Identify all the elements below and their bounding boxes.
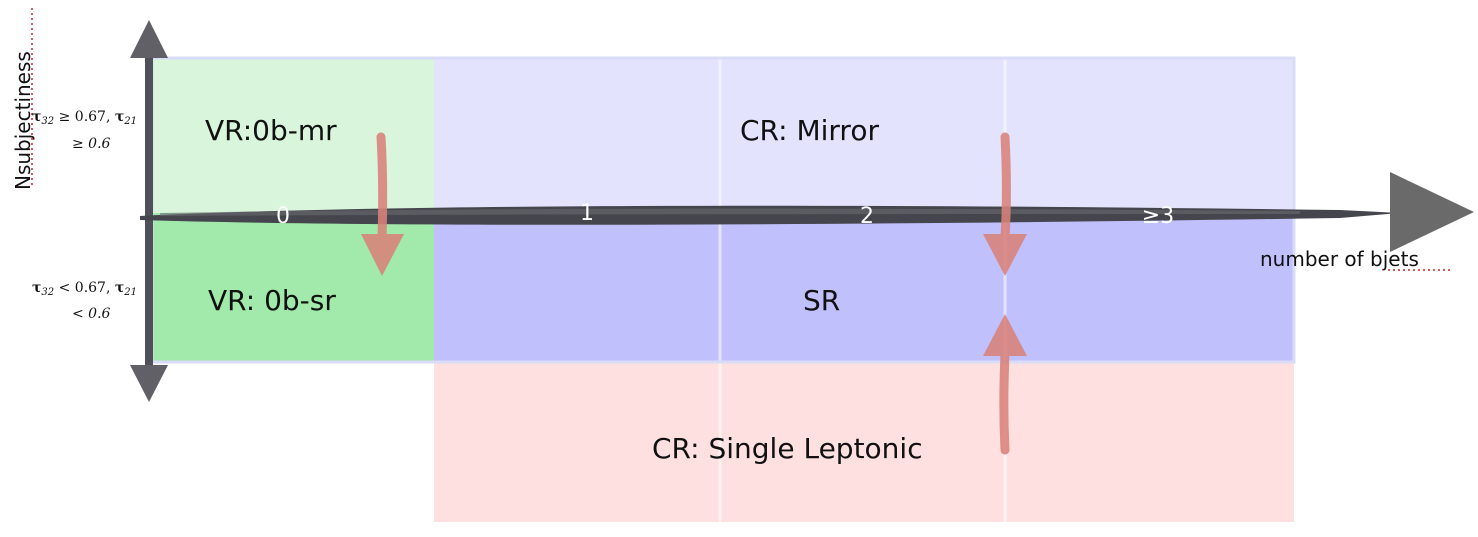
upper-condition: τ32 ≥ 0.67, τ21 ≥ 0.6 (32, 109, 137, 152)
cr-mirror-label: CR: Mirror (740, 114, 879, 147)
y-axis: Nsubjectiness (11, 8, 168, 402)
cr-leptonic-arrow-head (983, 314, 1027, 356)
y-axis-title: Nsubjectiness (11, 51, 35, 190)
x-tick-0: 0 (276, 204, 290, 229)
vr-arrow-shaft (376, 132, 388, 243)
lower-condition: τ32 < 0.67, τ21 < 0.6 (32, 280, 137, 322)
x-axis-arrowhead (1390, 172, 1474, 252)
tau32-symbol: τ (32, 280, 41, 296)
x-tick-1: 1 (580, 201, 594, 226)
y-axis-up-arrowhead (130, 20, 168, 58)
tau21-symbol: τ (115, 109, 124, 125)
vr-mirror-label: VR:0b-mr (205, 114, 337, 147)
region-labels: VR:0b-mr VR: 0b-sr CR: Mirror SR CR: Sin… (205, 114, 923, 465)
cr-leptonic-region (434, 362, 1294, 522)
cr-leptonic-label: CR: Single Leptonic (652, 432, 923, 465)
svg-text:τ32 ≥ 0.67, τ21: τ32 ≥ 0.67, τ21 (32, 109, 137, 127)
x-axis: 0 1 2 ≥3 number of bjets (140, 172, 1474, 271)
x-axis-brush-stroke-light (160, 208, 1300, 216)
y-axis-down-arrowhead (130, 365, 168, 402)
vr-signal-label: VR: 0b-sr (208, 284, 336, 317)
sr-region (434, 213, 1294, 362)
cr-mirror-arrow-shaft (1000, 132, 1011, 243)
tau32-subscript: 32 (41, 287, 54, 298)
x-axis-title: number of bjets (1260, 247, 1419, 271)
cr-mirror-arrow-head (983, 234, 1027, 276)
transfer-arrows (361, 132, 1027, 455)
svg-text:τ32 < 0.67, τ21: τ32 < 0.67, τ21 (32, 280, 137, 298)
tau32-condition: ≥ 0.67, (54, 109, 115, 125)
vr-arrow-head (361, 234, 404, 276)
tau32-symbol: τ (32, 109, 41, 125)
tau32-condition: < 0.67, (54, 280, 115, 296)
cr-mirror-region (434, 58, 1294, 213)
upper-condition-line2: ≥ 0.6 (72, 136, 111, 152)
tau21-symbol: τ (115, 280, 124, 296)
tau21-subscript: 21 (123, 116, 137, 127)
cr-leptonic-arrow-shaft (999, 347, 1010, 455)
tau21-subscript: 21 (123, 287, 137, 298)
x-tick-3: ≥3 (1142, 204, 1174, 229)
lower-condition-line2: < 0.6 (72, 306, 111, 322)
x-tick-2: 2 (860, 204, 874, 229)
sr-label: SR (803, 284, 840, 317)
tau32-subscript: 32 (41, 116, 54, 127)
